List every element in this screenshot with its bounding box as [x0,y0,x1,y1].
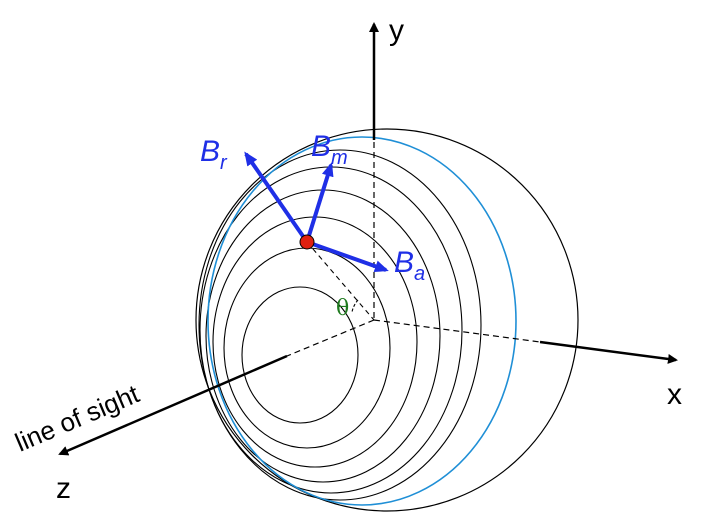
sphere-outline [195,128,579,512]
b-azimuthal-label: Ba [394,246,425,285]
y-axis-label: y [389,14,404,47]
z-axis [58,354,288,456]
b-radial-label: Br [200,135,228,174]
b-meridional-label: Bm [311,130,348,169]
x-axis-label: x [667,378,682,411]
vector-b-azimuthal [306,240,389,272]
field-point [299,234,315,250]
z-axis-label: z [56,472,71,505]
highlight-circle [207,136,517,506]
point-to-origin-dashed [306,241,375,321]
z-axis-dashed [286,319,375,357]
vector-b-radial [244,151,309,244]
x-axis [539,340,678,364]
latitude-circle-1 [241,286,359,424]
latitude-circle-4 [205,189,441,483]
theta-label: θ [336,296,349,321]
vector-b-meridional [305,162,334,243]
latitude-circle-6 [198,149,482,501]
latitude-circle-3 [212,216,418,468]
x-axis-dashed [373,319,541,343]
theta-arc [351,299,359,313]
